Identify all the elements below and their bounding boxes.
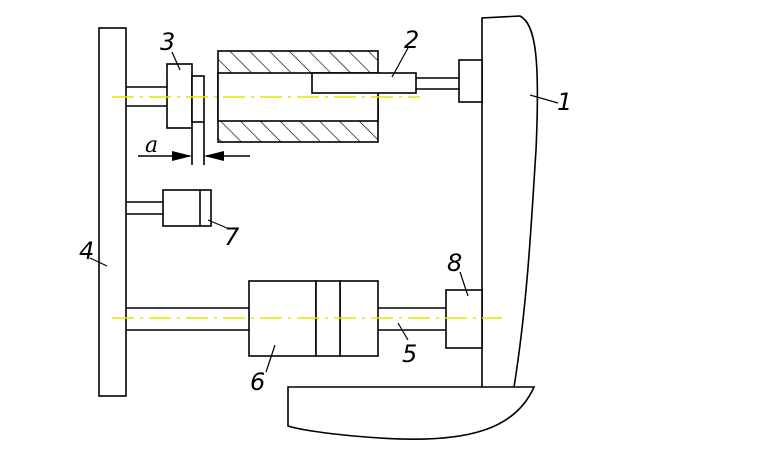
flange-block: [166, 63, 193, 129]
leader-3: [171, 51, 181, 71]
leader-7: [207, 219, 228, 229]
frame-base: [287, 386, 536, 441]
leader-1: [529, 94, 559, 104]
leader-6: [265, 344, 276, 373]
label-6: 6: [250, 368, 265, 396]
frame-column: [481, 15, 539, 388]
flange-disc: [191, 75, 205, 123]
vertical-plate: [98, 27, 127, 397]
label-7: 7: [224, 223, 240, 251]
cylinder-rod: [311, 72, 417, 94]
small-cylinder: [162, 189, 212, 227]
leader-4: [89, 257, 108, 267]
dim-arrow-right: [204, 151, 224, 161]
bearing-block: [445, 289, 483, 349]
leader-5: [397, 322, 409, 341]
label-4: 4: [79, 237, 94, 265]
leader-2: [391, 47, 409, 78]
label-3: 3: [160, 28, 175, 56]
rod-mount: [458, 59, 483, 103]
dim-label-a: a: [145, 133, 158, 158]
dim-arrow-left: [172, 151, 192, 161]
label-5: 5: [402, 340, 417, 368]
leader-8: [459, 271, 469, 297]
label-8: 8: [447, 249, 462, 277]
label-1: 1: [557, 88, 572, 116]
label-2: 2: [404, 26, 419, 54]
